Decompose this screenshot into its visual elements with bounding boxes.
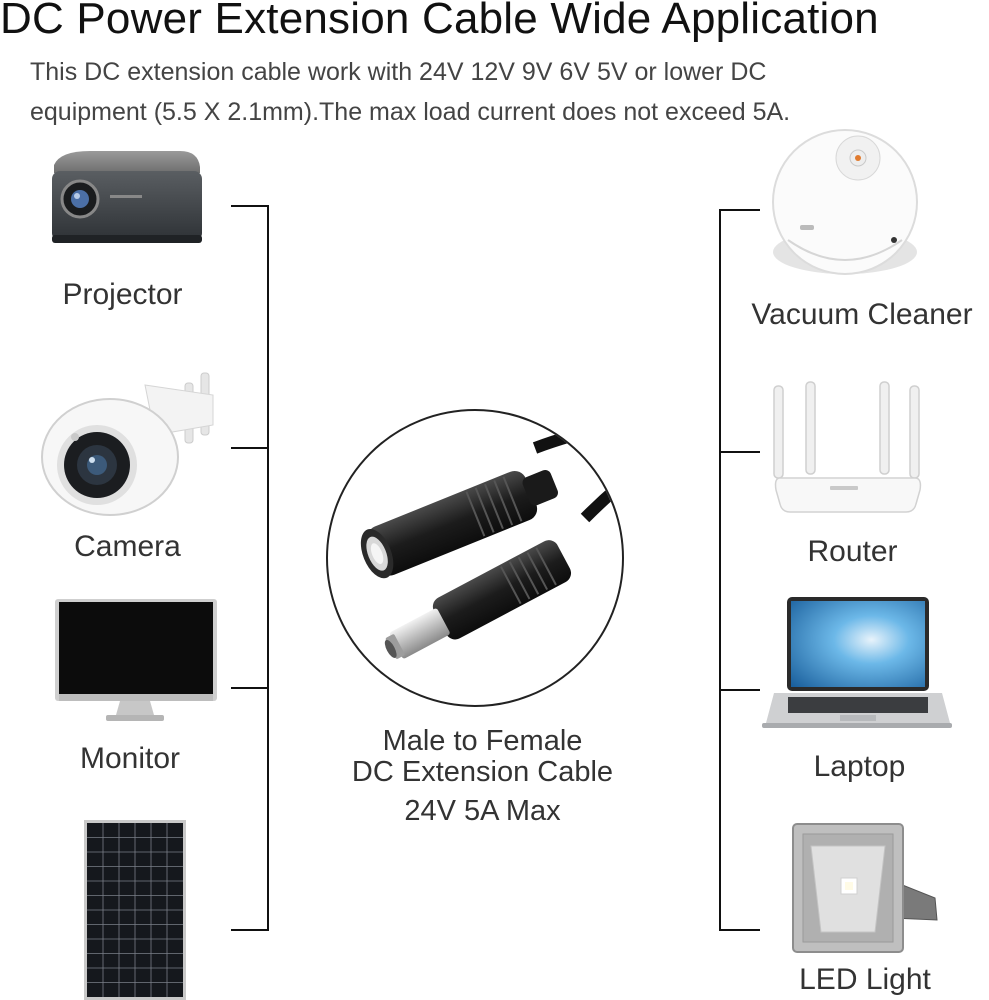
- cable-illustration: [325, 393, 625, 723]
- center-line-1: Male to Female: [382, 725, 583, 757]
- solar-panel-icon: [84, 820, 186, 1000]
- solar-panel-item: [84, 820, 189, 1000]
- label-projector: Projector: [62, 278, 183, 311]
- label-monitor: Monitor: [79, 742, 181, 775]
- router-icon: [773, 381, 922, 513]
- label-camera: Camera: [74, 530, 181, 563]
- laptop-item: [762, 597, 952, 737]
- led-floodlight-icon: [792, 823, 938, 953]
- label-led-light: LED Light: [799, 963, 931, 996]
- page-title: DC Power Extension Cable Wide Applicatio…: [0, 0, 879, 43]
- vacuum-cleaner-item: [768, 129, 923, 280]
- router-item: [770, 378, 925, 518]
- label-laptop: Laptop: [813, 750, 906, 783]
- projector-item: [40, 145, 210, 255]
- label-vacuum-cleaner: Vacuum Cleaner: [751, 298, 973, 331]
- center-line-3: 24V 5A Max: [404, 795, 561, 827]
- robot-vacuum-icon: [772, 129, 918, 275]
- laptop-icon: [762, 597, 952, 728]
- label-router: Router: [807, 535, 898, 568]
- projector-icon: [52, 151, 202, 243]
- dc-cable-icon: [326, 409, 624, 707]
- monitor-item: [50, 597, 220, 727]
- camera-item: [35, 365, 220, 520]
- subtitle-line-2: equipment (5.5 X 2.1mm).The max load cur…: [30, 98, 791, 126]
- center-line-2: DC Extension Cable: [351, 756, 614, 788]
- subtitle-line-1: This DC extension cable work with 24V 12…: [30, 58, 767, 86]
- monitor-icon: [55, 599, 217, 721]
- led-light-item: [785, 820, 945, 965]
- security-camera-icon: [41, 372, 214, 516]
